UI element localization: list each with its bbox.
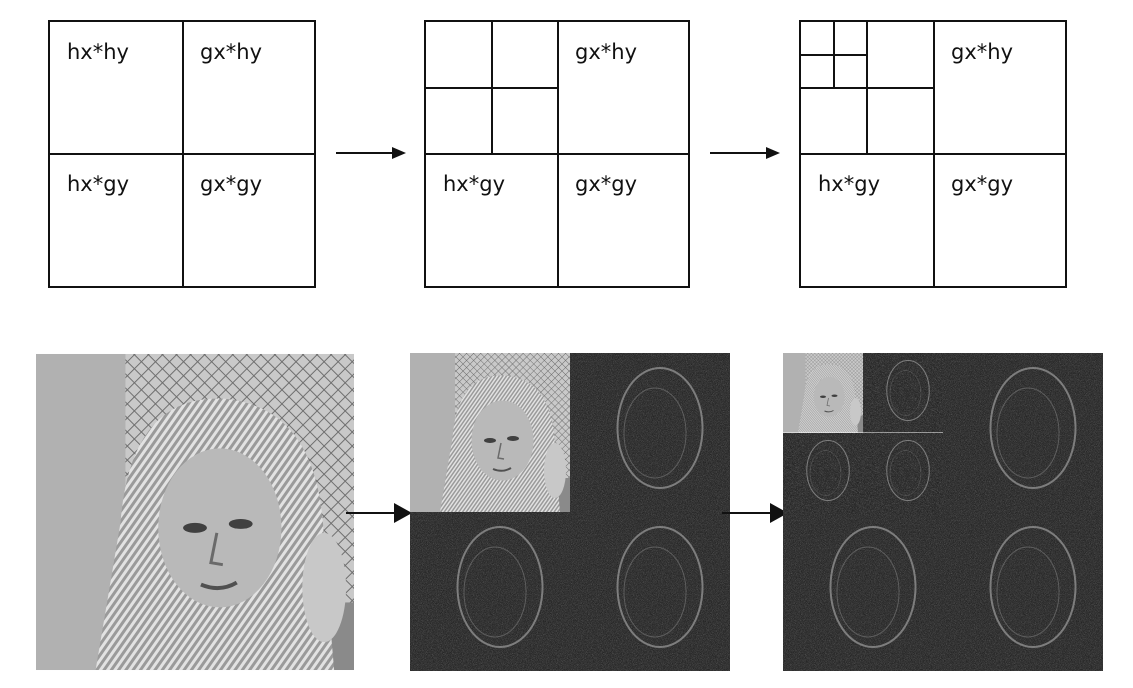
sub-divider-horizontal	[801, 87, 933, 89]
arrow-right-icon	[710, 147, 780, 159]
label-hx-gy: hx*gy	[67, 172, 129, 196]
label-gx-hy: gx*hy	[200, 40, 262, 64]
diagram-level-0: hx*hy gx*hy hx*gy gx*gy	[48, 20, 316, 288]
arrow-right-icon	[346, 503, 412, 523]
label-gx-gy: gx*gy	[951, 172, 1014, 196]
label-hx-gy: hx*gy	[443, 172, 505, 196]
label-gx-hy: gx*hy	[951, 40, 1013, 64]
label-gx-gy: gx*gy	[575, 172, 638, 196]
original-image	[36, 353, 354, 671]
diagram-level-1: gx*hy hx*gy gx*gy	[424, 20, 690, 288]
sub-divider-horizontal	[426, 87, 558, 89]
label-gx-gy: gx*gy	[200, 172, 263, 196]
diagram-level-2: gx*hy hx*gy gx*gy	[799, 20, 1067, 288]
decomposition-level-2-image	[783, 353, 1103, 671]
arrow-right-icon	[722, 503, 788, 523]
arrow-right-icon	[336, 147, 406, 159]
divider-horizontal	[801, 153, 1065, 155]
subsub-divider-horizontal	[801, 54, 867, 56]
divider-horizontal	[426, 153, 688, 155]
label-hx-gy: hx*gy	[818, 172, 880, 196]
label-gx-hy: gx*hy	[575, 40, 637, 64]
decomposition-level-1-image	[410, 353, 730, 671]
divider-horizontal	[50, 153, 314, 155]
label-hx-hy: hx*hy	[67, 40, 129, 64]
